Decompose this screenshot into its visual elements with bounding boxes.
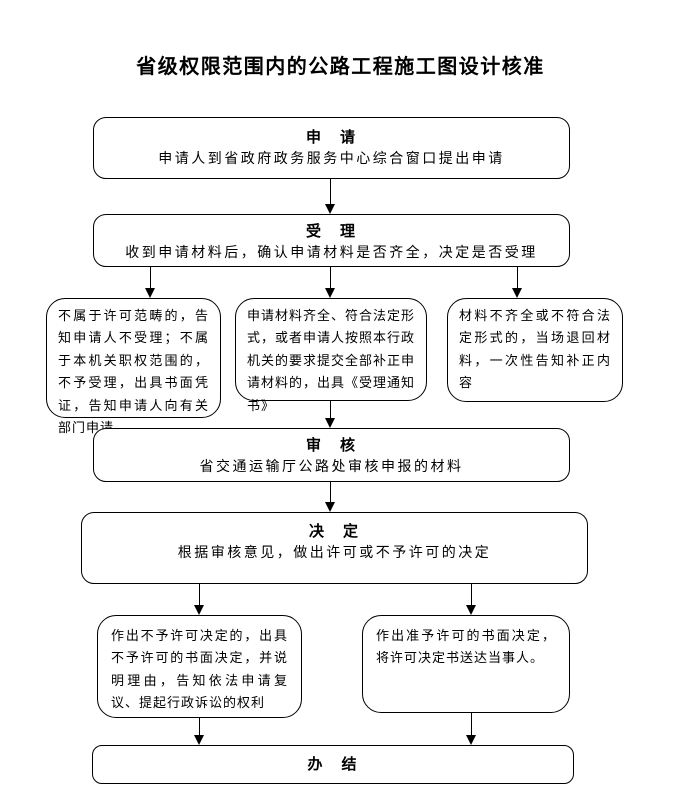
flow-node-decision-heading: 决 定 xyxy=(308,522,360,540)
flow-node-outcome-denied-body: 作出不予许可决定的，出具不予许可的书面决定，并说明理由，告知依法申请复议、提起行… xyxy=(111,629,288,712)
flow-node-review: 审 核 省交通运输厅公路处审核申报的材料 xyxy=(93,428,570,482)
arrow-down-icon xyxy=(325,204,335,214)
arrow-down-icon xyxy=(325,502,335,512)
flow-node-decision-body: 根据审核意见，做出许可或不予许可的决定 xyxy=(177,545,492,561)
flow-node-outcome-denied: 作出不予许可决定的，出具不予许可的书面决定，并说明理由，告知依法申请复议、提起行… xyxy=(97,615,302,718)
flow-node-materials-incomplete-body: 材料不齐全或不符合法定形式的，当场退回材料，一次性告知补正内容 xyxy=(459,309,611,392)
flow-node-finish-heading: 办 结 xyxy=(307,755,359,773)
flow-node-decision: 决 定 根据审核意见，做出许可或不予许可的决定 xyxy=(81,512,588,584)
arrow-down-icon xyxy=(512,288,522,298)
connector-denied-to-finish xyxy=(199,718,201,735)
page-title: 省级权限范围内的公路工程施工图设计核准 xyxy=(136,54,545,78)
arrow-down-icon xyxy=(325,288,335,298)
arrow-down-icon xyxy=(325,418,335,428)
connector-review-to-decision xyxy=(330,482,332,502)
flow-node-apply: 申 请 申请人到省政府政务服务中心综合窗口提出申请 xyxy=(93,117,570,179)
flow-node-accept-body: 收到申请材料后，确认申请材料是否齐全，决定是否受理 xyxy=(125,245,538,261)
connector-accept-to-complete xyxy=(330,266,332,288)
connector-apply-to-accept xyxy=(330,179,332,204)
flow-node-apply-body: 申请人到省政府政务服务中心综合窗口提出申请 xyxy=(158,151,505,167)
flow-node-review-body: 省交通运输厅公路处审核申报的材料 xyxy=(199,459,464,475)
flow-node-apply-heading: 申 请 xyxy=(305,128,357,146)
flow-node-not-permitted: 不属于许可范畴的，告知申请人不受理；不属于本机关职权范围的，不予受理，出具书面凭… xyxy=(46,298,221,436)
arrow-down-icon xyxy=(466,605,476,615)
flow-node-accept: 受 理 收到申请材料后，确认申请材料是否齐全，决定是否受理 xyxy=(93,214,570,267)
flow-node-materials-complete: 申请材料齐全、符合法定形式，或者申请人按照本行政机关的要求提交全部补正申请材料的… xyxy=(235,298,427,414)
flow-node-accept-heading: 受 理 xyxy=(305,222,357,240)
flow-node-outcome-granted-body: 作出准予许可的书面决定，将许可决定书送达当事人。 xyxy=(376,629,556,667)
flow-node-materials-incomplete: 材料不齐全或不符合法定形式的，当场退回材料，一次性告知补正内容 xyxy=(447,298,623,402)
flow-node-review-heading: 审 核 xyxy=(305,436,357,454)
flow-node-materials-complete-body: 申请材料齐全、符合法定形式，或者申请人按照本行政机关的要求提交全部补正申请材料的… xyxy=(247,309,416,414)
arrow-down-icon xyxy=(194,605,204,615)
connector-complete-to-review xyxy=(330,401,332,418)
connector-granted-to-finish xyxy=(471,713,473,735)
flow-node-finish: 办 结 xyxy=(92,745,574,784)
arrow-down-icon xyxy=(145,288,155,298)
flow-node-outcome-granted: 作出准予许可的书面决定，将许可决定书送达当事人。 xyxy=(362,615,570,713)
connector-accept-to-incomplete xyxy=(517,266,519,288)
connector-accept-to-not-permitted xyxy=(150,266,152,288)
arrow-down-icon xyxy=(194,735,204,745)
arrow-down-icon xyxy=(466,735,476,745)
flow-node-not-permitted-body: 不属于许可范畴的，告知申请人不受理；不属于本机关职权范围的，不予受理，出具书面凭… xyxy=(58,309,209,437)
connector-decision-to-granted xyxy=(471,584,473,605)
connector-decision-to-denied xyxy=(199,584,201,605)
